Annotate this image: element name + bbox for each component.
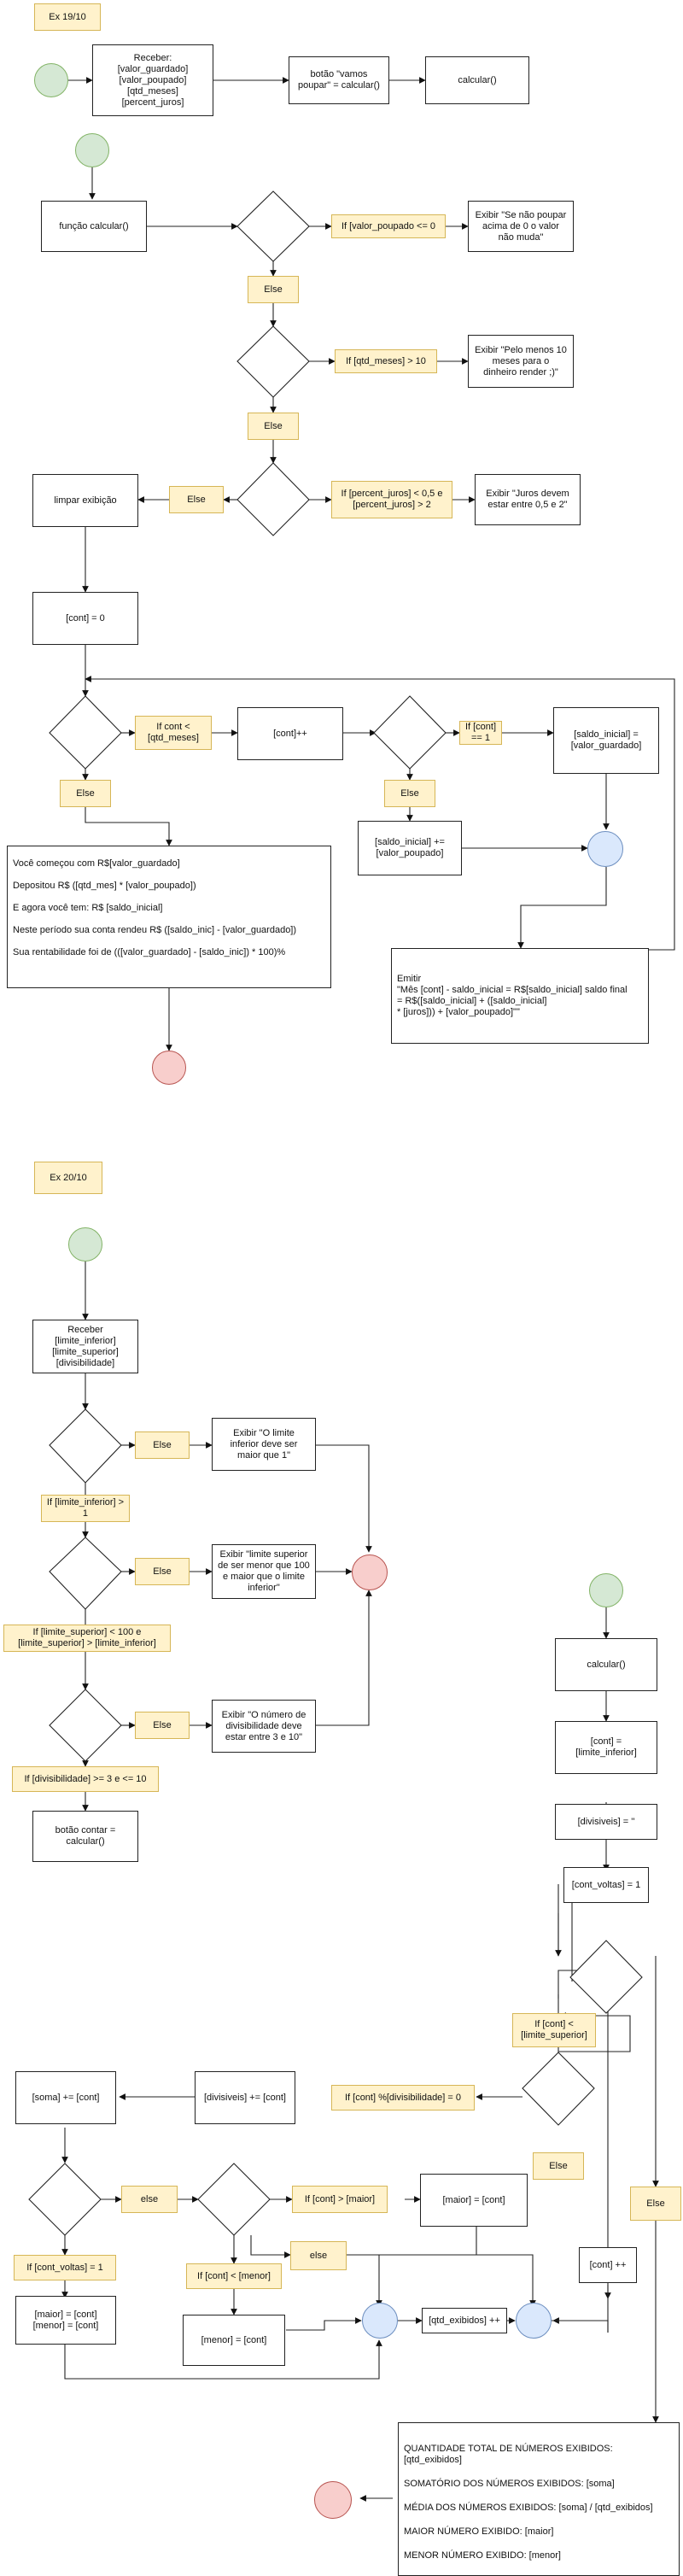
summary-line: SOMATÓRIO DOS NÚMEROS EXIBIDOS: [soma] [404, 2479, 615, 2489]
ex20-msg-inferior: Exibir "O limite inferior deve ser maior… [212, 1418, 316, 1471]
ex20-cond-divis: If [divisibilidade] >= 3 e <= 10 [12, 1766, 159, 1792]
decision-divis [49, 1689, 122, 1762]
ex19-join-circle [587, 831, 623, 867]
ex20-title: Ex 20/10 [34, 1162, 102, 1194]
decision-loop-20 [569, 1940, 643, 2014]
summary-line: MENOR NÚMERO EXIBIDO: [menor] [404, 2550, 561, 2561]
ex19-saldo-init-box: [saldo_inicial] = [valor_guardado] [553, 707, 659, 774]
ex19-else-label: Else [60, 780, 111, 807]
result-line: Você começou com R$[valor_guardado] [13, 858, 180, 869]
decision-superior [49, 1537, 122, 1610]
ex19-else-label: Else [384, 780, 435, 807]
ex20-divisiveis-add-box: [divisiveis] += [cont] [195, 2071, 295, 2124]
decision-inferior [49, 1408, 122, 1484]
ex20-qtd-inc-box: [qtd_exibidos] ++ [422, 2308, 507, 2333]
ex20-divisiveis-init-box: [divisiveis] = '' [555, 1804, 657, 1840]
ex20-end-circle [314, 2481, 352, 2519]
ex20-else-label: Else [630, 2187, 681, 2221]
ex19-else-label: Else [248, 276, 299, 303]
ex20-else-label: Else [135, 1712, 190, 1739]
ex20-summary-lines: QUANTIDADE TOTAL DE NÚMEROS EXIBIDOS: [q… [404, 2427, 653, 2561]
ex20-cont-inc-box: [cont] ++ [579, 2247, 637, 2283]
decision-cont1 [373, 695, 447, 770]
ex20-cond-voltas: If [cont_voltas] = 1 [14, 2255, 116, 2280]
summary-line: QUANTIDADE TOTAL DE NÚMEROS EXIBIDOS: [q… [404, 2444, 613, 2465]
decision-juros [236, 462, 310, 536]
decision-diamonds [28, 190, 643, 2236]
ex19-limpar-box: limpar exibição [32, 474, 138, 527]
ex19-msg-meses: Exibir "Pelo menos 10 meses para o dinhe… [468, 335, 574, 388]
ex19-receber-box: Receber: [valor_guardado] [valor_poupado… [92, 44, 213, 116]
ex19-else-label: Else [248, 413, 299, 440]
ex20-msg-superior: Exibir "limite superior de ser menor que… [212, 1544, 316, 1599]
ex20-maior-set-box: [maior] = [cont] [420, 2174, 528, 2227]
decision-mod [522, 2052, 595, 2126]
ex19-end-circle [152, 1051, 186, 1085]
ex20-else-label: Else [533, 2152, 584, 2180]
ex19-cond-cont1: If [cont] == 1 [459, 721, 502, 745]
ex20-botao-contar-box: botão contar = calcular() [32, 1811, 138, 1862]
ex20-cond-loop: If [cont] < [limite_superior] [512, 2013, 596, 2047]
decision-voltas-20 [28, 2163, 102, 2236]
ex20-else-label: Else [135, 1558, 190, 1585]
ex20-calcular-start-circle [589, 1573, 623, 1607]
ex19-title: Ex 19/10 [34, 3, 101, 31]
summary-line: MAIOR NÚMERO EXIBIDO: [maior] [404, 2526, 554, 2537]
ex19-function-start-circle [75, 133, 109, 167]
ex20-cond-maior: If [cont] > [maior] [292, 2186, 388, 2213]
ex20-cond-mod: If [cont] %[divisibilidade] = 0 [331, 2085, 475, 2111]
decision-maior-20 [197, 2163, 271, 2236]
ex20-menor-set-box: [menor] = [cont] [183, 2315, 285, 2366]
result-line: Depositou R$ ([qtd_mes] * [valor_poupado… [13, 881, 196, 891]
ex19-saldo-add-box: [saldo_inicial] += [valor_poupado] [358, 821, 462, 875]
result-line: E agora você tem: R$ [saldo_inicial] [13, 903, 163, 913]
decision-poupado [236, 190, 310, 262]
ex20-cond-menor: If [cont] < [menor] [186, 2263, 282, 2289]
ex19-msg-juros: Exibir "Juros devem estar entre 0,5 e 2" [475, 474, 581, 525]
ex19-result-box: Você começou com R$[valor_guardado] Depo… [7, 846, 331, 988]
summary-line: MÉDIA DOS NÚMEROS EXIBIDOS: [soma] / [qt… [404, 2503, 653, 2513]
ex19-cond-poupado: If [valor_poupado <= 0 [331, 214, 446, 238]
result-line: Neste período sua conta rendeu R$ ([sald… [13, 925, 297, 935]
ex20-cont-voltas-init-box: [cont_voltas] = 1 [563, 1867, 649, 1903]
ex19-botao-box: botão "vamos poupar" = calcular() [289, 56, 389, 104]
ex20-calcular-box: calcular() [555, 1638, 657, 1691]
ex19-cond-meses: If [qtd_meses] > 10 [335, 349, 437, 373]
ex20-else-label: else [121, 2186, 178, 2213]
ex19-else-label: Else [169, 486, 224, 513]
ex19-start-circle [34, 63, 68, 97]
ex20-join-circle-1 [362, 2303, 398, 2339]
ex20-cont-init-box: [cont] = [limite_inferior] [555, 1721, 657, 1774]
ex20-join-circle-2 [516, 2303, 552, 2339]
decision-loop-19 [49, 695, 122, 770]
ex20-else-label: Else [135, 1431, 190, 1459]
ex19-cont-zero-box: [cont] = 0 [32, 592, 138, 645]
ex19-msg-poupado: Exibir "Se não poupar acima de 0 o valor… [468, 201, 574, 252]
ex19-cond-juros: If [percent_juros] < 0,5 e [percent_juro… [331, 481, 452, 518]
ex19-cont-inc-box: [cont]++ [237, 707, 343, 760]
ex19-funcao-box: função calcular() [41, 201, 147, 252]
ex20-summary-box: QUANTIDADE TOTAL DE NÚMEROS EXIBIDOS: [q… [398, 2422, 680, 2576]
ex20-maior-menor-set-box: [maior] = [cont] [menor] = [cont] [15, 2296, 116, 2345]
ex20-cond-superior: If [limite_superior] < 100 e [limite_sup… [3, 1625, 171, 1652]
ex20-cond-inferior: If [limite_inferior] > 1 [41, 1495, 130, 1522]
ex19-result-lines: Você começou com R$[valor_guardado] Depo… [13, 850, 296, 958]
ex20-soma-add-box: [soma] += [cont] [15, 2071, 116, 2124]
ex19-calcular-box: calcular() [425, 56, 529, 104]
ex19-cond-loop: If cont < [qtd_meses] [135, 716, 212, 750]
ex19-emitir-box: Emitir "Mês [cont] - saldo_inicial = R$[… [391, 948, 649, 1044]
ex20-else-label: else [290, 2241, 347, 2270]
result-line: Sua rentabilidade foi de (([valor_guarda… [13, 947, 286, 957]
ex20-start-circle [68, 1227, 102, 1262]
ex20-msg-divis: Exibir "O número de divisibilidade deve … [212, 1700, 316, 1753]
decision-meses [236, 325, 310, 398]
ex20-receber-box: Receber [limite_inferior] [limite_superi… [32, 1320, 138, 1373]
ex20-error-end-circle [352, 1554, 388, 1590]
